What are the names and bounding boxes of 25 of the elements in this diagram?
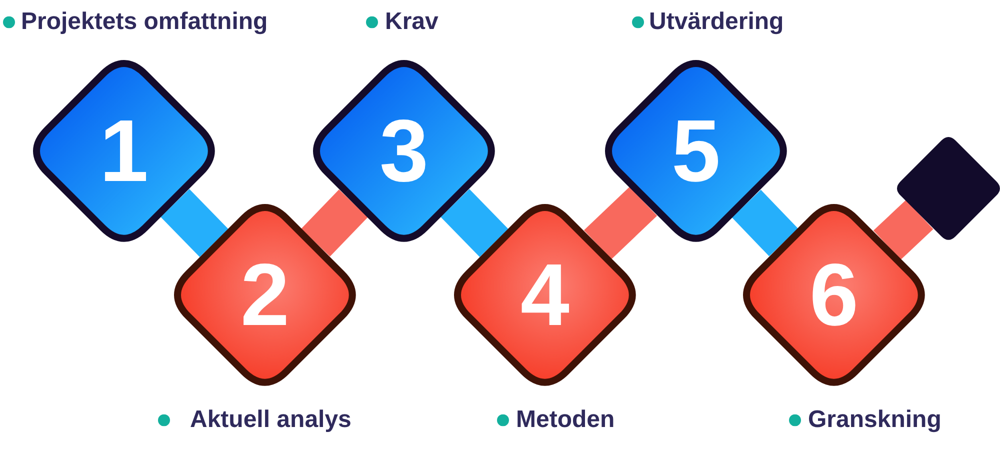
step-label: Aktuell analys <box>190 406 352 434</box>
step-diamond <box>743 204 925 386</box>
step-number: 3 <box>380 106 428 195</box>
connector-bar <box>584 186 658 260</box>
step-number: 1 <box>100 106 148 195</box>
step-number: 2 <box>240 250 290 339</box>
step-label: Projektets omfattning <box>21 8 268 36</box>
step-number: 4 <box>520 250 570 339</box>
connector-bar <box>873 200 934 260</box>
step-number: 5 <box>672 106 720 195</box>
step-diamond <box>174 204 356 386</box>
step-label: Granskning <box>808 406 942 434</box>
step-label: Krav <box>385 8 438 36</box>
step-number: 6 <box>810 250 858 339</box>
step-label: Metoden <box>516 406 615 434</box>
end-diamond <box>896 136 1000 240</box>
connector-bar <box>160 189 228 257</box>
step-diamond <box>454 204 636 386</box>
step-label: Utvärdering <box>649 8 784 36</box>
connector-bar <box>301 190 368 256</box>
step-diamond <box>33 60 215 242</box>
connector-bar <box>440 189 508 257</box>
connector-bar <box>732 190 798 256</box>
step-diamond <box>313 60 495 242</box>
step-diamond <box>605 60 787 242</box>
